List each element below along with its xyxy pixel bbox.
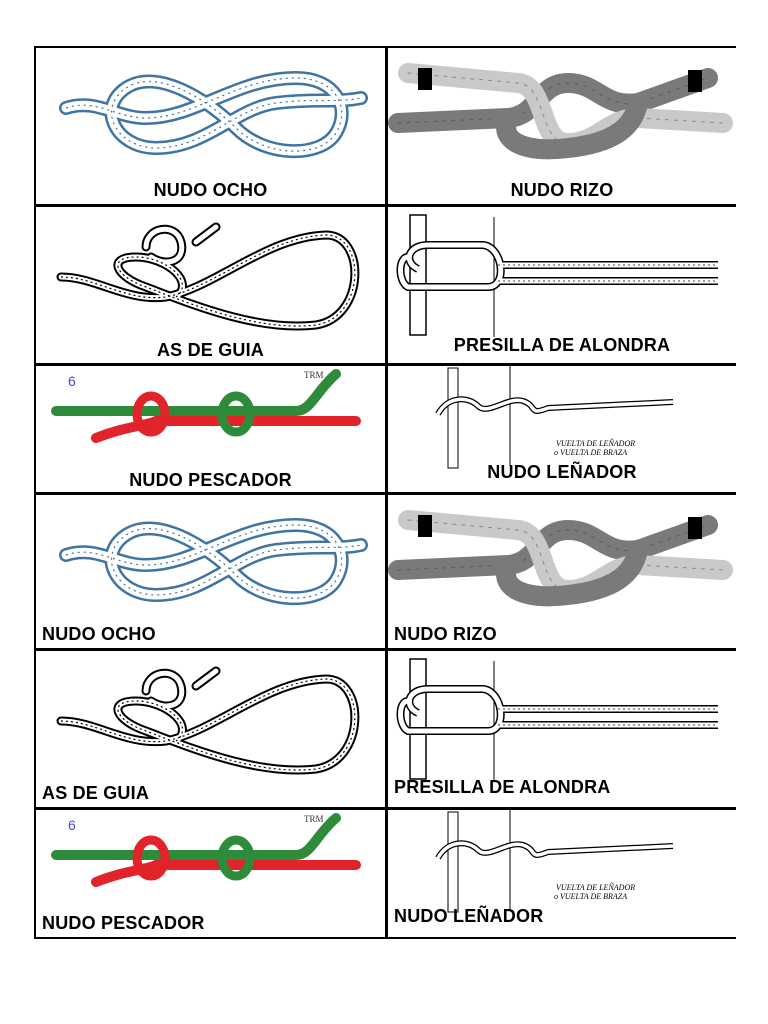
card-nudo-rizo: NUDO RIZO: [388, 495, 736, 648]
fisherman-knot-icon: 6 TRM: [51, 813, 361, 887]
card-nudo-pescador: 6 TRM NUDO PESCADOR: [36, 366, 385, 492]
card-presilla-de-alondra: PRESILLA DE ALONDRA: [388, 651, 736, 807]
knot-label: NUDO RIZO: [394, 624, 497, 644]
card-nudo-ocho: NUDO OCHO: [36, 48, 385, 204]
timber-caption-1: VUELTA DE LEÑADOR: [556, 439, 635, 448]
bowline-knot-icon: [56, 222, 360, 331]
knot-label: NUDO LEÑADOR: [487, 462, 637, 482]
knot-label: NUDO OCHO: [153, 180, 268, 200]
card-nudo-pescador: 6 TRM NUDO PESCADOR: [36, 810, 385, 937]
fisherman-knot-icon: 6 TRM: [51, 369, 361, 443]
knot-card-sheet: NUDO OCHO NUDO RIZO: [34, 46, 736, 939]
card-nudo-lenador: VUELTA DE LEÑADOR o VUELTA DE BRAZA NUDO…: [388, 366, 736, 492]
figure-number: 6: [68, 373, 76, 389]
timber-caption-2: o VUELTA DE BRAZA: [554, 892, 627, 901]
knot-label: NUDO PESCADOR: [129, 470, 292, 490]
bowline-knot-icon: [56, 666, 360, 775]
card-nudo-rizo: NUDO RIZO: [388, 48, 736, 204]
card-nudo-ocho: NUDO OCHO: [36, 495, 385, 648]
column-divider: [385, 48, 388, 937]
reef-knot-icon: [388, 510, 733, 607]
card-as-de-guia: AS DE GUIA: [36, 207, 385, 363]
card-presilla-de-alondra: PRESILLA DE ALONDRA: [388, 207, 736, 363]
timber-hitch-icon: VUELTA DE LEÑADOR o VUELTA DE BRAZA: [435, 810, 674, 913]
timber-caption-2: o VUELTA DE BRAZA: [554, 448, 627, 457]
knot-label: PRESILLA DE ALONDRA: [394, 777, 611, 797]
knot-label: NUDO PESCADOR: [42, 913, 205, 933]
knot-label: AS DE GUIA: [42, 783, 150, 803]
cow-hitch-icon: [396, 658, 718, 781]
knot-label: AS DE GUIA: [156, 340, 264, 360]
knot-label: NUDO OCHO: [42, 624, 156, 644]
figure-number: 6: [68, 817, 76, 833]
card-as-de-guia: AS DE GUIA: [36, 651, 385, 807]
figure-eight-knot-icon: [59, 517, 368, 606]
figure-eight-knot-icon: [59, 70, 368, 159]
knot-label: NUDO LEÑADOR: [394, 906, 544, 926]
image-mark: TRM: [304, 814, 324, 824]
knot-label: NUDO RIZO: [510, 180, 614, 200]
image-mark: TRM: [304, 370, 324, 380]
timber-hitch-icon: VUELTA DE LEÑADOR o VUELTA DE BRAZA: [435, 366, 674, 469]
card-nudo-lenador: VUELTA DE LEÑADOR o VUELTA DE BRAZA NUDO…: [388, 810, 736, 937]
reef-knot-icon: [388, 63, 733, 160]
knot-label: PRESILLA DE ALONDRA: [453, 335, 671, 355]
cow-hitch-icon: [396, 214, 718, 337]
timber-caption-1: VUELTA DE LEÑADOR: [556, 883, 635, 892]
